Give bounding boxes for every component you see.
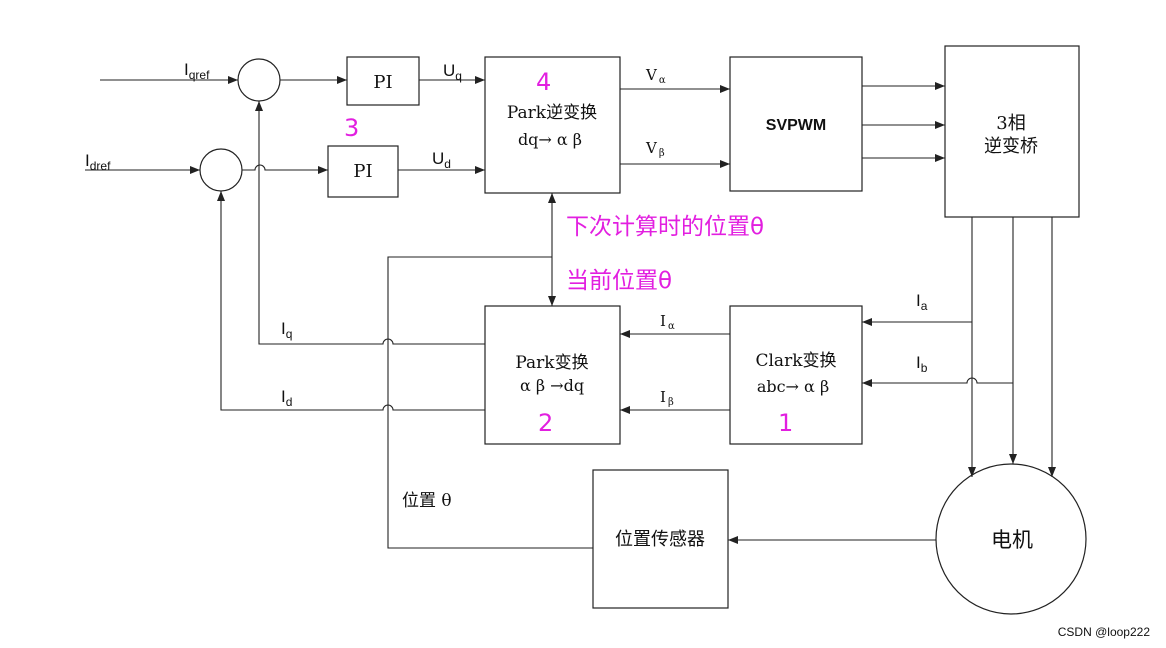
inverter-label-line2: 逆变桥 (984, 136, 1038, 157)
summing-junction-d (199, 148, 243, 192)
pi-controller-d (327, 145, 399, 198)
idref-label: Idref (85, 151, 111, 173)
inverse-park-block (484, 56, 621, 194)
park-subtitle: α β →dq (520, 376, 584, 395)
pi-q-label: PI (373, 72, 392, 93)
watermark-text: CSDN @loop222 (1058, 625, 1151, 639)
svpwm-label: SVPWM (766, 117, 826, 134)
inverse-park-subtitle: dq→ α β (518, 130, 582, 149)
park-block (484, 305, 621, 445)
position-sensor-block (592, 469, 729, 609)
inverse-park-title: Park逆变换 (507, 103, 597, 123)
ud-label: Ud (432, 149, 451, 171)
clark-subtitle: abc→ α β (757, 377, 829, 396)
id-label: Id (281, 387, 292, 409)
theta-line (387, 256, 593, 549)
next-theta-annotation: 下次计算时的位置θ (566, 214, 764, 240)
step-4-label: 4 (536, 68, 551, 96)
ia-label: Ia (916, 291, 928, 313)
theta-label: 位置 θ (402, 491, 452, 511)
svpwm-block (729, 56, 863, 192)
three-phase-inverter-block (944, 45, 1080, 218)
clark-title: Clark变换 (755, 351, 836, 371)
park-title: Park变换 (515, 353, 588, 373)
position-sensor-label: 位置传感器 (615, 529, 705, 550)
uq-label: Uq (443, 61, 462, 83)
step-3-label: 3 (344, 114, 359, 142)
sum-d-to-pi-arrow (242, 164, 328, 174)
inverter-label-line1: 3相 (996, 113, 1025, 134)
iq-feedback-line (255, 101, 485, 345)
ib-label: Ib (916, 353, 928, 375)
motor-circle (935, 463, 1087, 615)
iqref-label: Iqref (184, 60, 210, 82)
motor-label: 电机 (991, 528, 1033, 552)
pi-controller-q (346, 56, 420, 106)
ib-arrow (862, 377, 1013, 387)
step-2-label: 2 (538, 409, 553, 437)
step-1-label: 1 (778, 409, 793, 437)
clark-block (729, 305, 863, 445)
iq-label: Iq (281, 319, 292, 341)
current-theta-annotation: 当前位置θ (566, 268, 672, 294)
id-feedback-line (217, 191, 485, 411)
pi-d-label: PI (353, 161, 372, 182)
summing-junction-q (237, 58, 281, 102)
